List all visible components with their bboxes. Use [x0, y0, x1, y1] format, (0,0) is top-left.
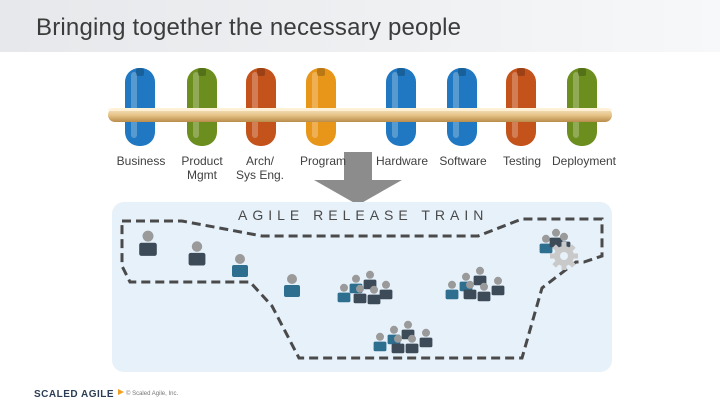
- person-icon: [337, 283, 351, 303]
- role-figure: [447, 68, 477, 146]
- person-icon: [401, 320, 415, 340]
- footer-copyright: © Scaled Agile, Inc.: [126, 391, 179, 397]
- art-people: [139, 228, 571, 354]
- role-label-testing: Testing: [502, 154, 542, 168]
- role-figure: [306, 68, 336, 146]
- role-label-deployment: Deployment: [551, 154, 617, 168]
- person-icon: [405, 334, 419, 354]
- role-figure: [567, 68, 597, 146]
- person-icon: [188, 241, 206, 266]
- art-label: AGILE RELEASE TRAIN: [238, 207, 489, 223]
- person-icon: [353, 284, 367, 304]
- role-figure: [506, 68, 536, 146]
- role-figure: [187, 68, 217, 146]
- person-icon: [419, 328, 433, 348]
- page-title: Bringing together the necessary people: [36, 14, 462, 41]
- gear-icon: [550, 242, 578, 270]
- train-boundary: [120, 217, 604, 360]
- role-label-program: Program: [299, 154, 346, 168]
- role-label-product-mgmt: Product Mgmt: [181, 154, 223, 182]
- role-figure: [246, 68, 276, 146]
- brand-mark-icon: [118, 389, 124, 395]
- person-icon: [477, 282, 491, 302]
- role-label-software: Software: [439, 154, 487, 168]
- role-label-arch-sys-eng: Arch/ Sys Eng.: [235, 154, 285, 182]
- down-arrow: [314, 152, 402, 205]
- person-icon: [463, 280, 477, 300]
- footer-brand: SCALED AGILE: [34, 389, 115, 400]
- person-icon: [373, 332, 387, 352]
- person-icon: [367, 285, 381, 305]
- role-label-hardware: Hardware: [375, 154, 429, 168]
- role-figure: [125, 68, 155, 146]
- bar-highlight: [108, 108, 612, 111]
- person-icon: [139, 230, 157, 256]
- role-figures: [125, 68, 597, 146]
- person-icon: [391, 334, 405, 354]
- connecting-bar: [108, 108, 612, 122]
- person-icon: [491, 276, 505, 296]
- title-bar: [0, 0, 720, 52]
- person-icon: [232, 254, 248, 277]
- role-label-business: Business: [116, 154, 166, 168]
- role-figure: [386, 68, 416, 146]
- person-icon: [473, 266, 487, 286]
- person-icon: [379, 280, 393, 300]
- person-icon: [284, 274, 300, 297]
- person-icon: [539, 234, 553, 254]
- person-icon: [445, 280, 459, 300]
